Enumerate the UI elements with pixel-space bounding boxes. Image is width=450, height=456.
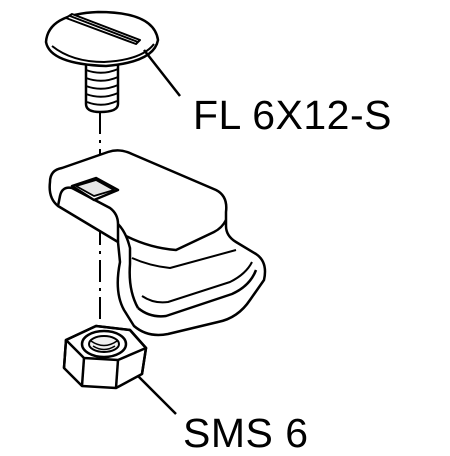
hex-nut-icon <box>62 324 148 390</box>
bracket-icon <box>48 149 267 337</box>
nut-part-label: SMS 6 <box>183 410 309 456</box>
nut-leader-line <box>137 375 177 415</box>
screw-icon <box>44 10 160 114</box>
screw-leader-line <box>143 49 181 97</box>
screw-part-label: FL 6X12-S <box>193 92 392 138</box>
